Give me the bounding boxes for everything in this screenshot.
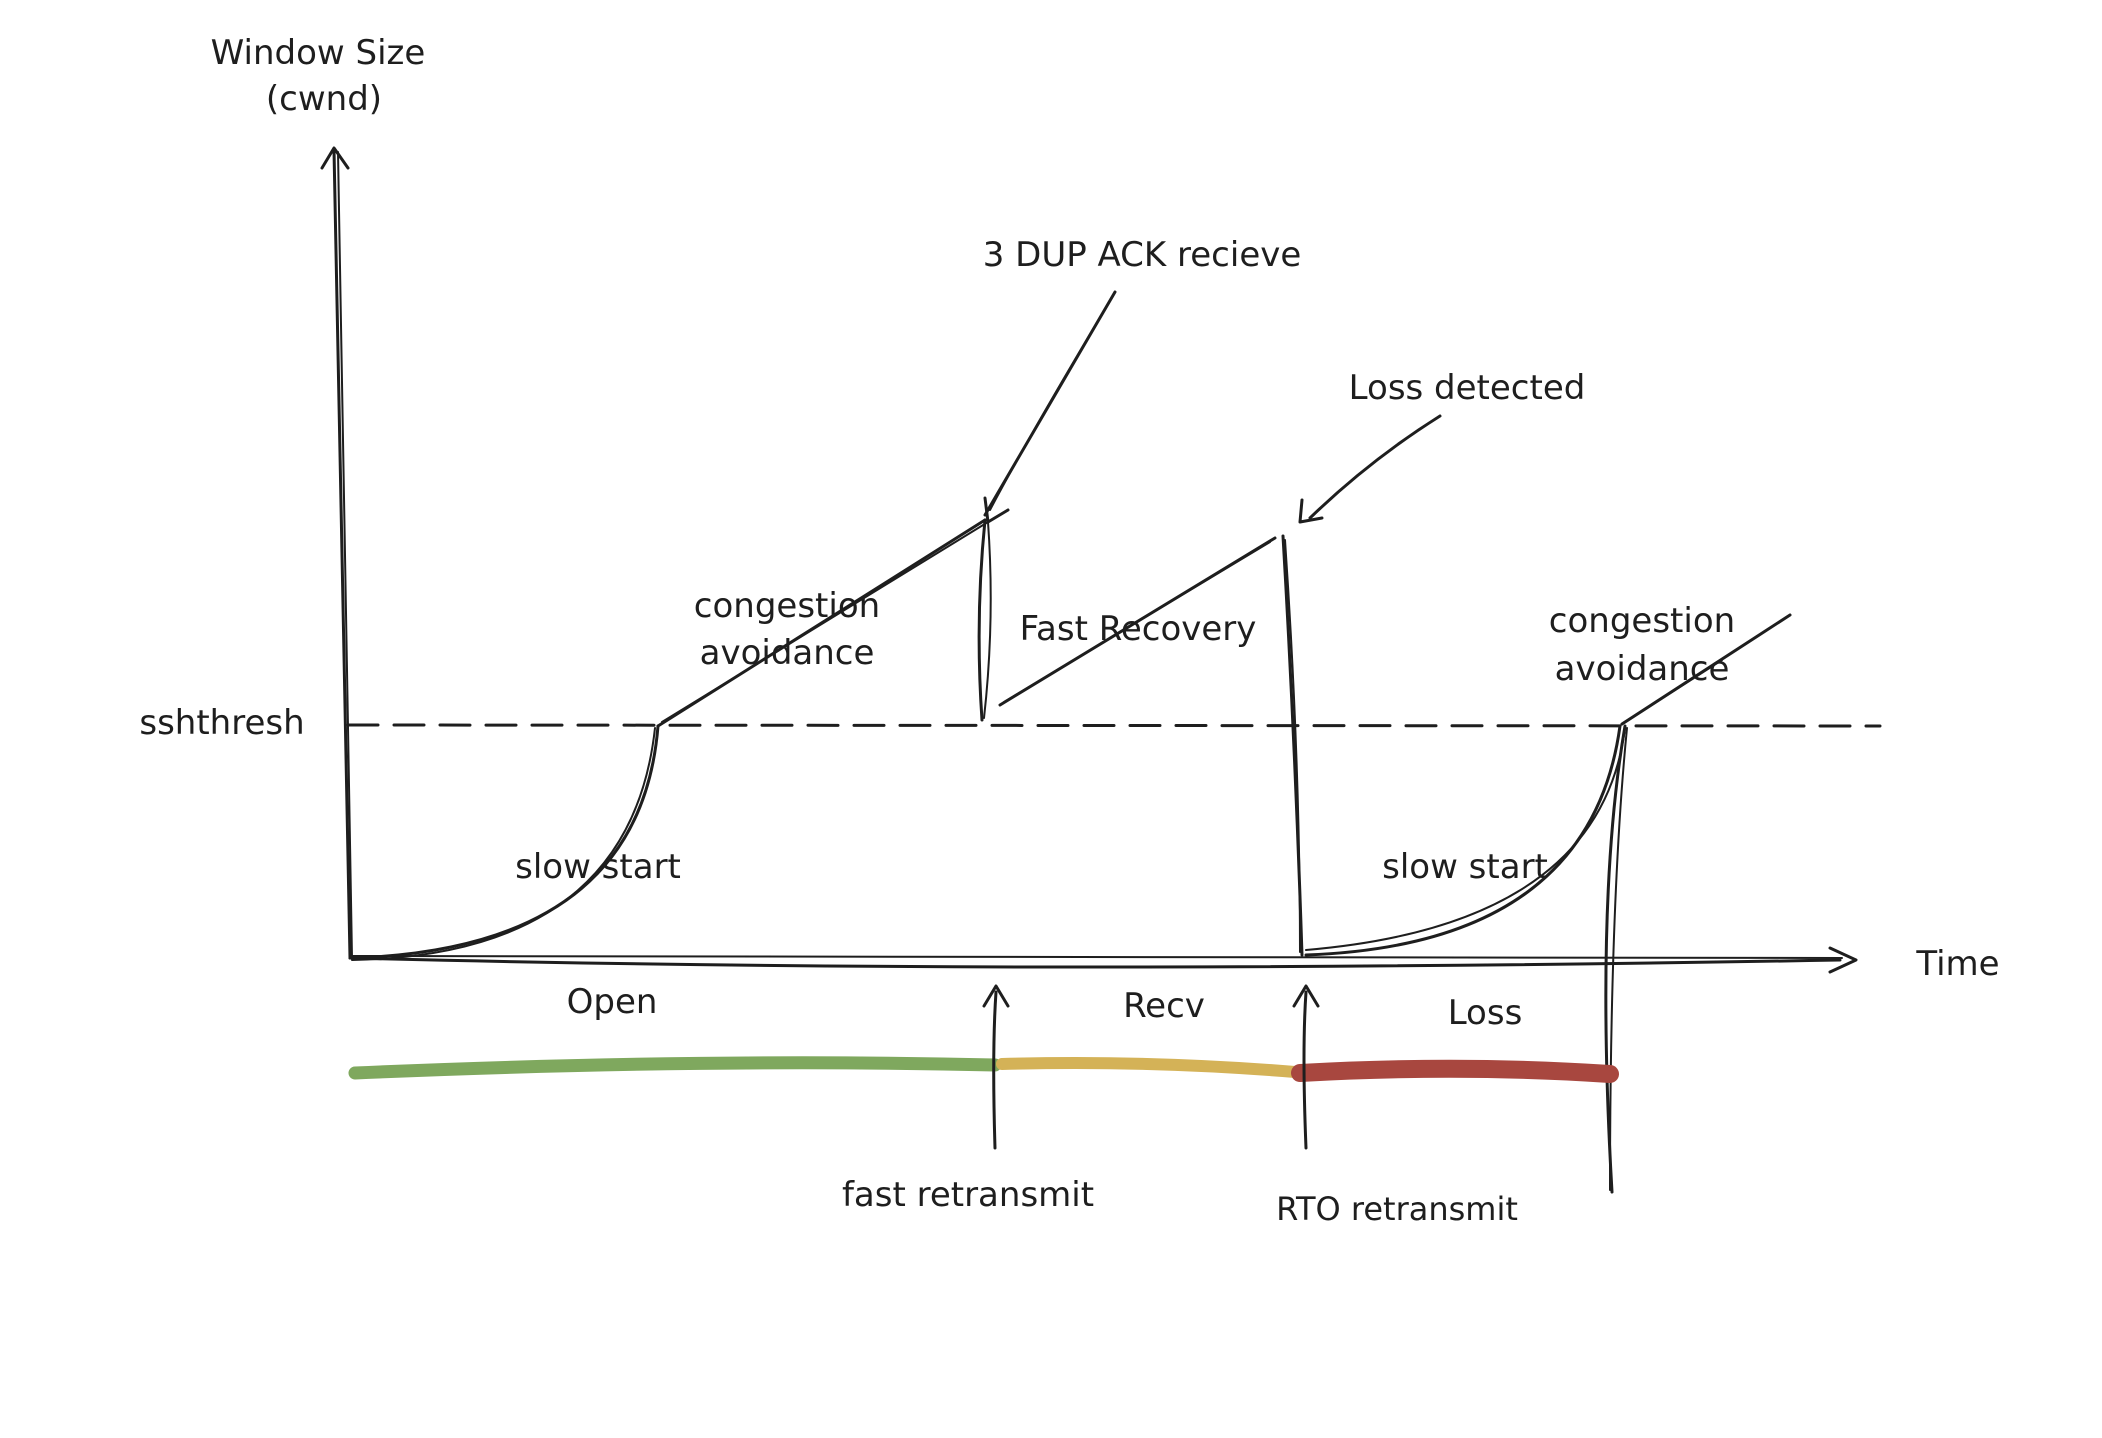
fast-retransmit-label: fast retransmit (842, 1175, 1094, 1215)
congestion-avoidance-label-1-line2: avoidance (700, 633, 875, 673)
slow-start-curve-1 (348, 724, 660, 960)
state-label-loss: Loss (1448, 993, 1523, 1033)
dup-ack-arrow (983, 290, 1117, 524)
fast-retransmit-arrow (982, 984, 1010, 1150)
loss-end-line (1604, 724, 1627, 1194)
open-state-bar (348, 1056, 1002, 1080)
x-axis (348, 946, 1858, 974)
slow-start-label-1: slow start (515, 847, 681, 887)
loss-detected-label: Loss detected (1349, 368, 1586, 408)
slow-start-curve-2 (1304, 724, 1622, 957)
rto-retransmit-label: RTO retransmit (1276, 1190, 1518, 1228)
loss-detected-arrow (1298, 414, 1442, 524)
recv-state-bar (996, 1057, 1301, 1078)
congestion-avoidance-label-2-line2: avoidance (1555, 649, 1730, 689)
rto-retransmit-arrow (1292, 984, 1320, 1150)
dup-ack-label: 3 DUP ACK recieve (983, 235, 1302, 275)
state-label-recv: Recv (1123, 986, 1205, 1026)
ssthresh-line (346, 723, 1882, 728)
congestion-avoidance-label-2-line1: congestion (1549, 601, 1735, 641)
loss-state-bar (1291, 1059, 1619, 1083)
y-axis-label-line2: (cwnd) (266, 79, 382, 119)
state-label-open: Open (567, 982, 658, 1022)
y-axis-label-line1: Window Size (211, 33, 426, 73)
x-axis-label: Time (1915, 944, 1999, 984)
dup-ack-drop (977, 518, 987, 722)
slow-start-label-2: slow start (1382, 847, 1548, 887)
congestion-avoidance-label-1-line1: congestion (694, 586, 880, 626)
ssthresh-label: sshthresh (139, 703, 304, 743)
y-axis (320, 146, 353, 960)
fast-recovery-label: Fast Recovery (1020, 609, 1257, 649)
